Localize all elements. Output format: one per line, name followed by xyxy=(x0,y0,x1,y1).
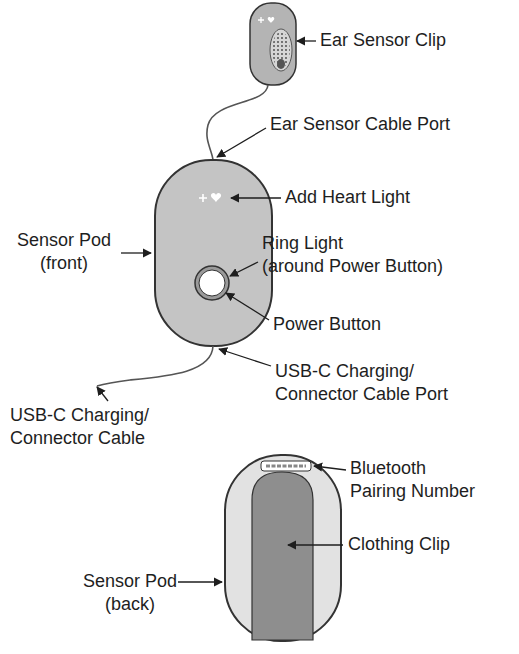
usb-c-cable xyxy=(97,346,213,386)
part-label: Ear Sensor Clip xyxy=(320,29,446,52)
ear-sensor-clip xyxy=(250,3,296,85)
sensor-pod-front xyxy=(155,160,272,346)
part-label: Bluetooth Pairing Number xyxy=(350,457,475,503)
part-label: Power Button xyxy=(273,313,381,336)
ear-cable xyxy=(207,85,268,160)
part-label: USB-C Charging/ Connector Cable Port xyxy=(275,360,448,406)
part-label: Ring Light (around Power Button) xyxy=(262,232,443,278)
part-label: Ear Sensor Cable Port xyxy=(270,113,450,136)
part-label: Sensor Pod (front) xyxy=(17,229,111,275)
part-label: USB-C Charging/ Connector Cable xyxy=(10,404,149,450)
part-label: Clothing Clip xyxy=(348,533,450,556)
sensor-pod-back xyxy=(225,455,341,641)
part-label: Sensor Pod (back) xyxy=(83,570,177,616)
part-label: Add Heart Light xyxy=(285,186,410,209)
